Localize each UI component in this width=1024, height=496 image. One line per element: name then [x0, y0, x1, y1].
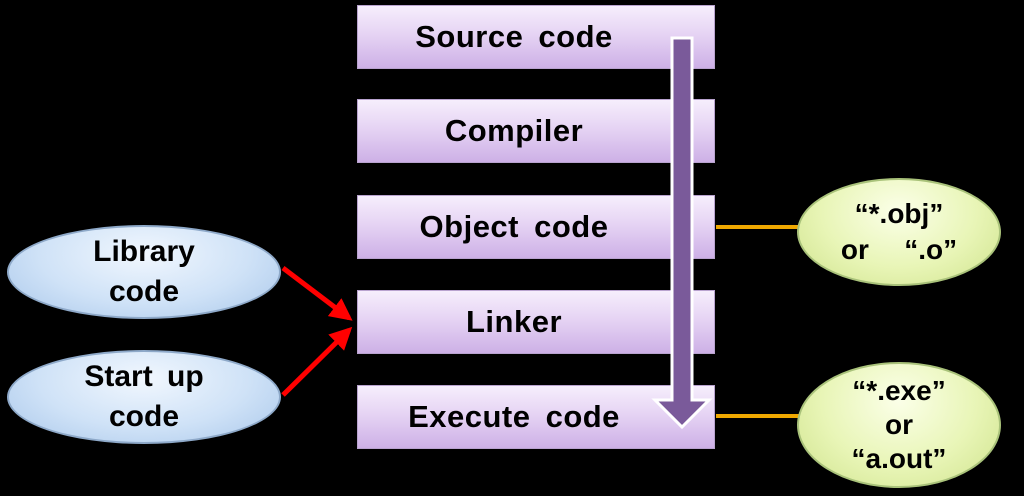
- output-obj-file: “*.obj” or “.o”: [797, 178, 1001, 286]
- output-label-line: or “.o”: [840, 234, 958, 265]
- input-library-code: Library code: [7, 225, 281, 319]
- output-label-line: “*.obj”: [854, 198, 944, 229]
- stage-source-code: Source code: [357, 5, 715, 69]
- startup-to-linker-arrow: [281, 326, 353, 397]
- input-startup-code: Start up code: [7, 350, 281, 444]
- stage-label: Execute code: [408, 399, 620, 434]
- stage-label: Linker: [465, 304, 563, 339]
- output-label-line: “a.out”: [851, 443, 947, 474]
- stage-compiler: Compiler: [357, 99, 715, 163]
- output-label-line: “*.exe”: [852, 375, 946, 406]
- stage-label: Source code: [415, 19, 613, 54]
- input-label-line: Library: [93, 235, 195, 268]
- flow-down-arrow: [651, 36, 713, 430]
- output-label-line: or: [885, 409, 913, 440]
- input-label-line: code: [108, 275, 180, 308]
- stage-object-code: Object code: [357, 195, 715, 259]
- stage-label: Object code: [419, 209, 609, 244]
- input-label-line: Start up: [84, 360, 204, 393]
- stage-linker: Linker: [357, 290, 715, 354]
- library-to-linker-arrow: [281, 266, 353, 321]
- stage-label: Compiler: [444, 113, 584, 148]
- input-label-line: code: [108, 400, 180, 433]
- stage-execute-code: Execute code: [357, 385, 715, 449]
- output-exe-file: “*.exe” or “a.out”: [797, 362, 1001, 488]
